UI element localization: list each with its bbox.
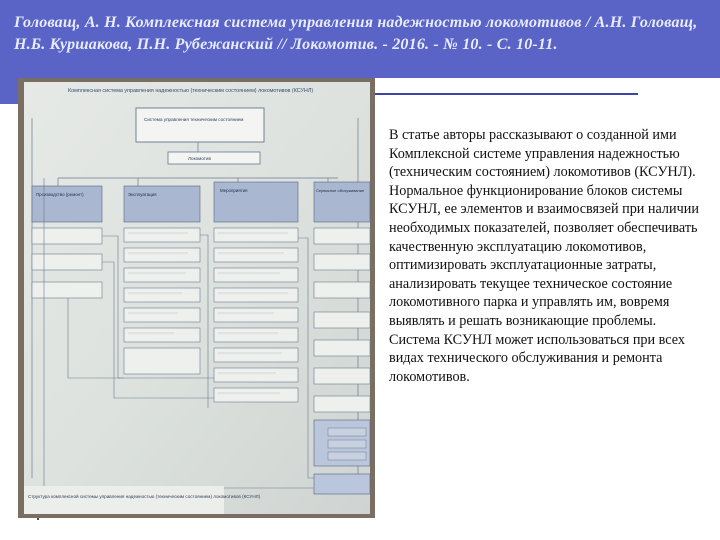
slide-title: Головащ, А. Н. Комплексная система управ… bbox=[14, 14, 698, 53]
diagram-photo: Комплексная система управления надежност… bbox=[18, 78, 375, 518]
diagram-col4-header: Сервисное обслуживание bbox=[316, 188, 365, 193]
diagram-caption: Структура комплексной системы управления… bbox=[28, 493, 261, 499]
diagram-heading: Комплексная система управления надежност… bbox=[68, 88, 313, 94]
diagram-col3-header: Мероприятия bbox=[220, 188, 248, 193]
diagram-col2-header: Эксплуатация bbox=[128, 192, 157, 197]
diagram-col1-header: Производство (ремонт) bbox=[36, 192, 84, 197]
diagram-row2-box: Локомотив bbox=[188, 156, 211, 161]
title-band bbox=[0, 0, 720, 78]
diagram-top-box: Система управления техническим состояние… bbox=[144, 117, 243, 122]
article-summary: В статье авторы рассказывают о созданной… bbox=[389, 127, 699, 385]
